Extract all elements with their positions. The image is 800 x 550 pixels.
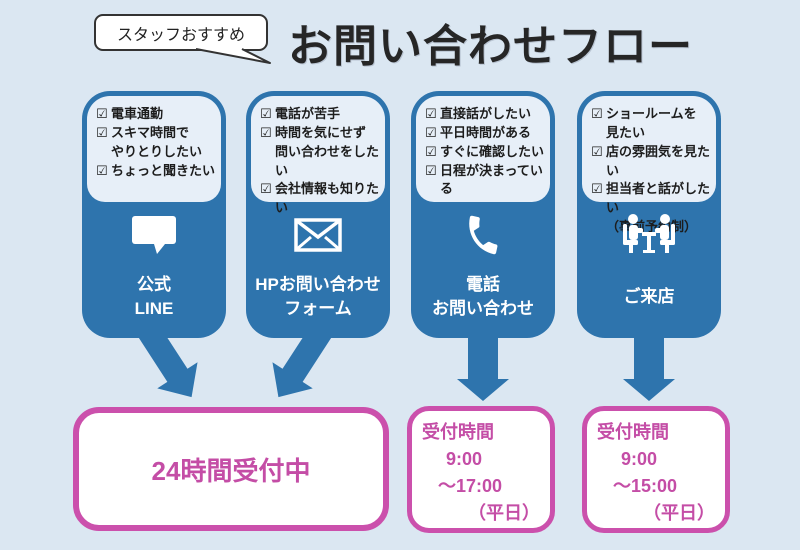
hours-line: 9:00 <box>446 449 483 469</box>
card-label-text: お問い合わせ <box>432 299 534 318</box>
checkbox-checked-icon: ☑ <box>591 181 603 197</box>
checklist-item: ☑ 会社情報も知りたい <box>260 180 379 218</box>
checkbox-checked-icon: ☑ <box>425 143 437 159</box>
result-visit-hours-box: 受付時間 9:00 〜15:00 （平日） <box>582 406 730 533</box>
card-visit: ☑ ショールームを 見たい ☑ 店の雰囲気を見たい ☑ 担当者と話がしたい （事… <box>577 91 721 338</box>
checklist-phone: ☑ 直接話がしたい ☑ 平日時間がある ☑ すぐに確認したい ☑ 日程が決まって… <box>416 96 550 202</box>
checklist-item: ☑ 直接話がしたい <box>425 105 544 124</box>
card-official-line: ☑ 電車通勤 ☑ スキマ時間で やりとりしたい ☑ ちょっと聞きたい 公式 LI… <box>82 91 226 338</box>
hours-line: 受付時間 <box>597 422 669 442</box>
result-phone-hours-box: 受付時間 9:00 〜17:00 （平日） <box>407 406 555 533</box>
result-24h-text: 24時間受付中 <box>151 455 311 486</box>
checklist-item-text: 店の雰囲気を見たい <box>606 143 711 178</box>
arrow-phone-to-hours <box>457 334 509 401</box>
checklist-visit: ☑ ショールームを 見たい ☑ 店の雰囲気を見たい ☑ 担当者と話がしたい （事… <box>582 96 716 234</box>
checkbox-checked-icon: ☑ <box>96 124 108 140</box>
card-label-text: LINE <box>134 299 174 318</box>
card-label-line: 公式 LINE <box>82 267 226 327</box>
checklist-item-text: すぐに確認したい <box>440 143 545 159</box>
checklist-item: ☑ 店の雰囲気を見たい <box>591 143 710 181</box>
checkbox-checked-icon: ☑ <box>591 106 603 121</box>
card-label-hp-form: HPお問い合わせ フォーム <box>246 267 390 327</box>
envelope-icon <box>246 209 390 261</box>
hours-line: （平日） <box>643 503 715 523</box>
checklist-item-text: ちょっと聞きたい <box>111 162 216 178</box>
card-label-phone: 電話 お問い合わせ <box>411 267 555 327</box>
card-label-text: 公式 <box>137 275 171 295</box>
checklist-item: ☑ 平日時間がある <box>425 124 544 143</box>
result-24h-box: 24時間受付中 <box>73 407 389 531</box>
checkbox-checked-icon: ☑ <box>260 106 272 121</box>
hours-line: 9:00 <box>621 449 658 469</box>
card-label-text: ご来店 <box>623 287 675 307</box>
checklist-item: ☑ ちょっと聞きたい <box>96 162 215 181</box>
meeting-icon <box>577 209 721 261</box>
checklist-item: ☑ スキマ時間で やりとりしたい <box>96 124 215 162</box>
arrow-visit-to-hours <box>623 334 675 401</box>
checkbox-checked-icon: ☑ <box>260 181 272 197</box>
checklist-item-text: 電話が苦手 <box>275 106 341 121</box>
hours-line: 受付時間 <box>422 422 494 442</box>
checkbox-checked-icon: ☑ <box>96 162 108 178</box>
checklist-line: ☑ 電車通勤 ☑ スキマ時間で やりとりしたい ☑ ちょっと聞きたい <box>87 96 221 202</box>
checklist-item-text: 直接話がしたい <box>440 106 532 121</box>
checkbox-checked-icon: ☑ <box>425 106 437 121</box>
checklist-hp-form: ☑ 電話が苦手 ☑ 時間を気にせず 問い合わせをしたい ☑ 会社情報も知りたい <box>251 96 385 215</box>
checklist-item-text: ショールームを 見たい <box>606 106 697 140</box>
checklist-item: ☑ 時間を気にせず 問い合わせをしたい <box>260 124 379 181</box>
card-hp-form: ☑ 電話が苦手 ☑ 時間を気にせず 問い合わせをしたい ☑ 会社情報も知りたい … <box>246 91 390 338</box>
chat-bubble-icon <box>82 209 226 261</box>
phone-icon <box>411 209 555 261</box>
checklist-item-text: 平日時間がある <box>440 124 532 140</box>
staff-recommend-badge: スタッフおすすめ <box>94 14 268 51</box>
checklist-item: ☑ 電車通勤 <box>96 105 215 124</box>
checklist-item-text: 会社情報も知りたい <box>275 181 380 216</box>
checkbox-checked-icon: ☑ <box>591 143 603 159</box>
checklist-item-text: 日程が決まっている <box>440 162 543 197</box>
page-title: お問い合わせフロー <box>288 22 693 71</box>
checklist-item: ☑ ショールームを 見たい <box>591 105 710 143</box>
card-phone: ☑ 直接話がしたい ☑ 平日時間がある ☑ すぐに確認したい ☑ 日程が決まって… <box>411 91 555 338</box>
staff-recommend-label: スタッフおすすめ <box>116 26 245 44</box>
checkbox-checked-icon: ☑ <box>425 162 437 178</box>
checkbox-checked-icon: ☑ <box>260 124 272 140</box>
checklist-item-text: 時間を気にせず 問い合わせをしたい <box>275 124 380 178</box>
card-label-text: 電話 <box>466 275 500 295</box>
checklist-item-text: スキマ時間で やりとりしたい <box>111 124 203 159</box>
checklist-item: ☑ すぐに確認したい <box>425 143 544 162</box>
hours-line: 〜15:00 <box>613 476 678 496</box>
badge-tail-pointer <box>195 48 271 64</box>
card-label-text: HPお問い合わせ <box>255 275 381 295</box>
checkbox-checked-icon: ☑ <box>425 124 437 140</box>
card-label-text: フォーム <box>284 299 352 318</box>
checkbox-checked-icon: ☑ <box>96 106 108 121</box>
checklist-item: ☑ 電話が苦手 <box>260 105 379 124</box>
checklist-item: ☑ 日程が決まっている <box>425 162 544 200</box>
hours-line: 〜17:00 <box>438 476 503 496</box>
card-label-visit: ご来店 <box>577 267 721 327</box>
checklist-item-text: 電車通勤 <box>111 106 164 121</box>
hours-line: （平日） <box>468 503 540 523</box>
